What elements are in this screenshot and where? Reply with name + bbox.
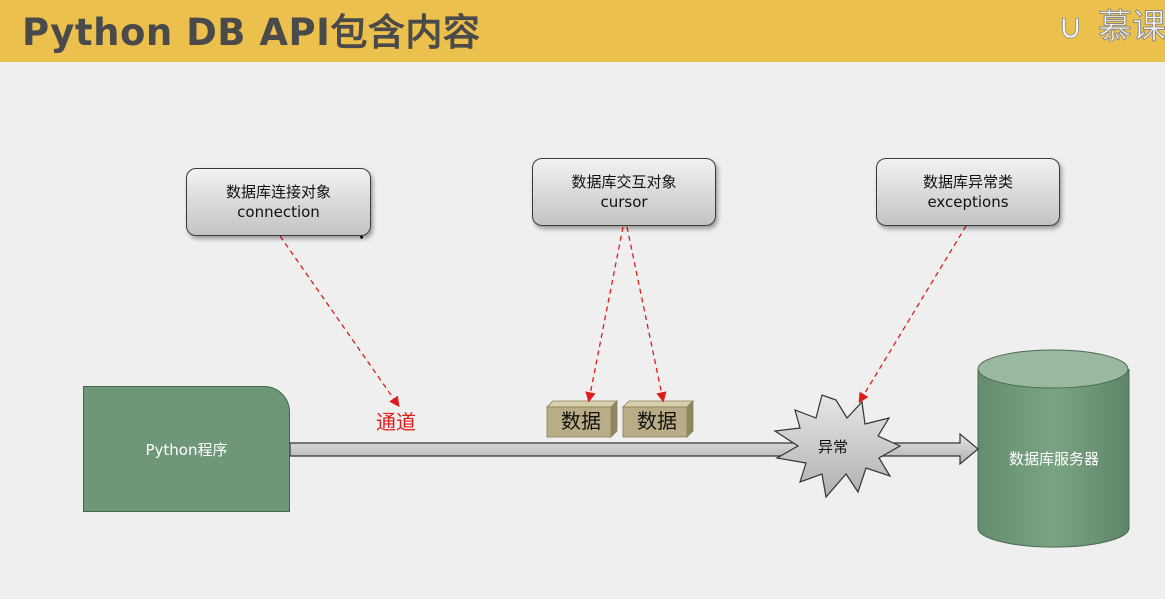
exception-burst [773, 394, 902, 499]
connection-object-box: 数据库连接对象 connection [186, 168, 371, 236]
logo-icon: ∪ 慕课 [1058, 7, 1165, 48]
data-packet-block-1 [546, 400, 618, 438]
connection-box-title: 数据库连接对象 [225, 183, 331, 201]
cursor-object-box: 数据库交互对象 cursor [532, 158, 716, 226]
connection-box-subtitle: connection [237, 203, 320, 221]
exceptions-to-burst-arrow [858, 225, 967, 404]
exceptions-class-box: 数据库异常类 exceptions [876, 158, 1060, 226]
python-program-node: Python程序 [83, 386, 290, 512]
header-bar: Python DB API包含内容 ∪ 慕课 [0, 0, 1165, 62]
svg-text:∪: ∪ [1058, 7, 1083, 47]
data-packet-block-2 [622, 400, 694, 438]
exceptions-box-title: 数据库异常类 [922, 173, 1013, 191]
channel-pipe-arrow [289, 432, 979, 466]
page-title: Python DB API包含内容 [22, 11, 481, 54]
channel-label: 通道 [376, 410, 416, 434]
svg-text:慕课: 慕课 [1098, 7, 1165, 47]
db-server-label: 数据库服务器 [1008, 450, 1099, 468]
exceptions-box-subtitle: exceptions [927, 193, 1009, 211]
data-packet-label-2: 数据 [637, 409, 677, 433]
cursor-to-packet1-arrow [585, 226, 624, 403]
connection-to-channel-arrow [279, 235, 400, 408]
cursor-box-subtitle: cursor [600, 193, 648, 211]
data-packet-label-1: 数据 [561, 409, 601, 433]
cursor-box-title: 数据库交互对象 [571, 173, 677, 191]
exception-label: 异常 [818, 438, 849, 456]
cursor-to-packet2-arrow [626, 226, 667, 403]
db-server-cylinder [977, 349, 1130, 548]
